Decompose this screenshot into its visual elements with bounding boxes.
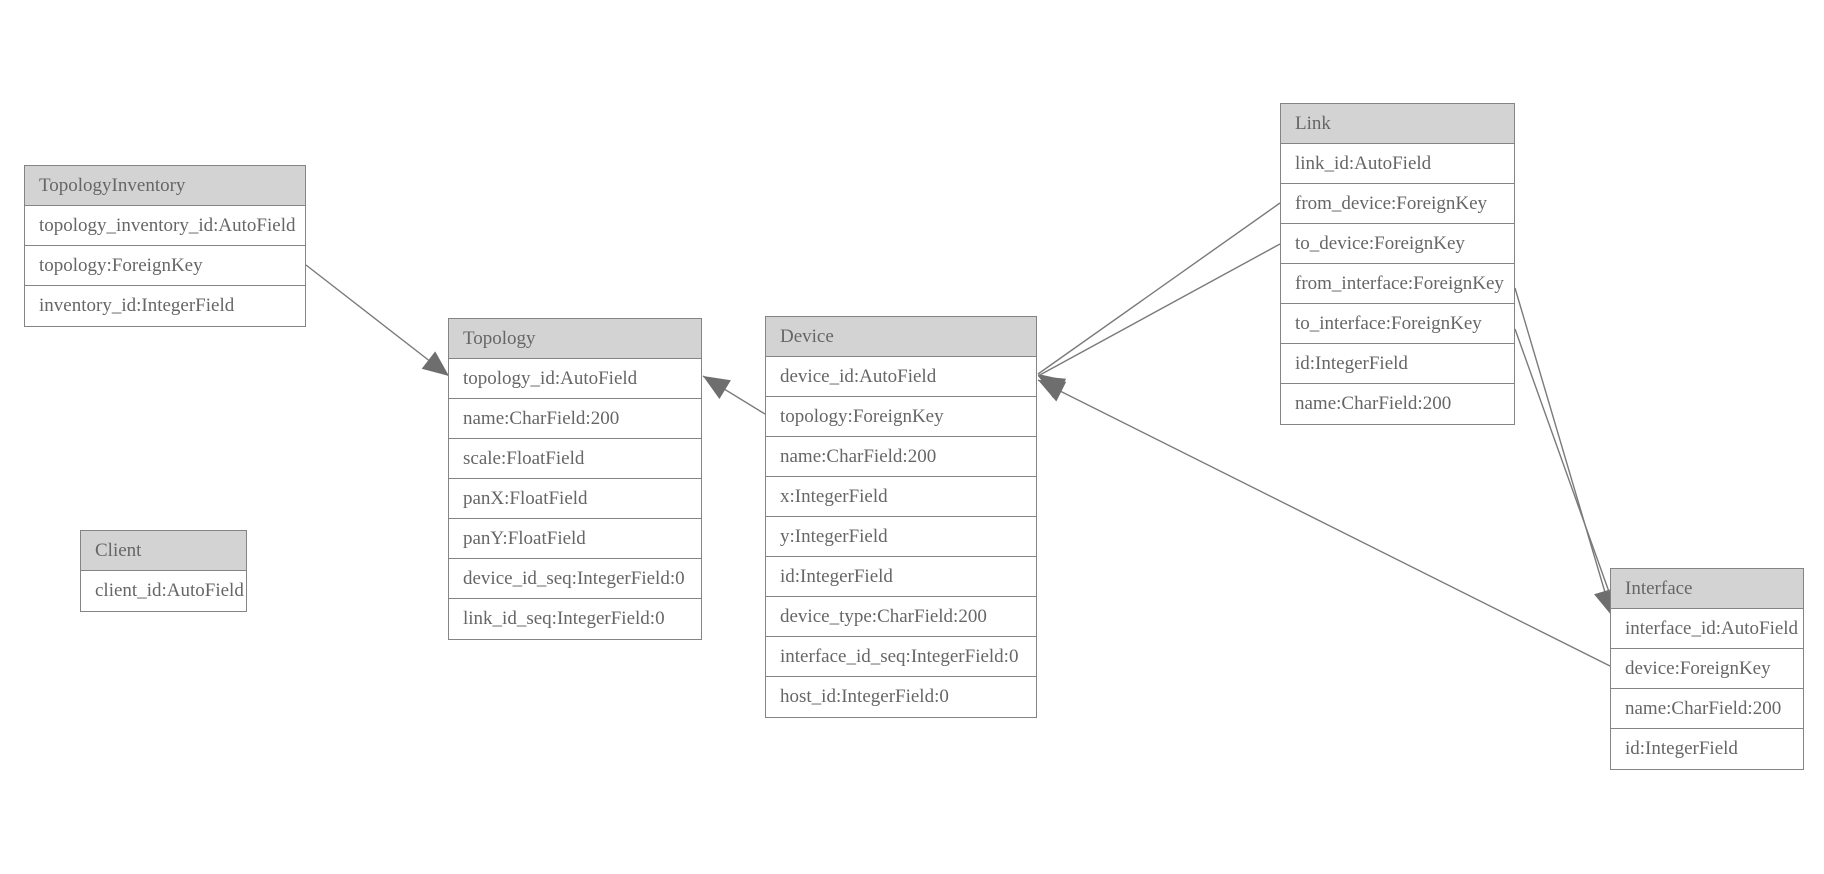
entity-field-row: device_id_seq:IntegerField:0 <box>449 559 701 599</box>
entity-title-client: Client <box>81 531 246 571</box>
relationship-arrowhead <box>703 376 731 399</box>
entity-field-row: host_id:IntegerField:0 <box>766 677 1036 717</box>
relationship-arrowhead <box>1038 376 1067 399</box>
entity-field-row: name:CharField:200 <box>766 437 1036 477</box>
entity-field-row: topology:ForeignKey <box>766 397 1036 437</box>
entity-title-interface: Interface <box>1611 569 1803 609</box>
relationship-line <box>305 264 450 377</box>
entity-field-row: name:CharField:200 <box>1611 689 1803 729</box>
relationship-line <box>1514 287 1613 617</box>
relationship-arrowhead <box>1038 380 1067 402</box>
relationship-line <box>1037 202 1281 375</box>
entity-field-row: y:IntegerField <box>766 517 1036 557</box>
relationship-link-to-device <box>1037 243 1281 399</box>
relationship-line <box>702 375 766 415</box>
entity-title-link: Link <box>1281 104 1514 144</box>
relationship-link-from-device <box>1037 202 1281 398</box>
entity-field-row: to_device:ForeignKey <box>1281 224 1514 264</box>
entity-field-row: id:IntegerField <box>1611 729 1803 769</box>
entity-field-row: client_id:AutoField <box>81 571 246 611</box>
relationship-topologyinventory-topology <box>305 264 450 377</box>
relationship-link-from-interface <box>1514 287 1616 617</box>
entity-field-row: device_type:CharField:200 <box>766 597 1036 637</box>
relationship-device-topology <box>702 375 766 415</box>
entity-field-row: device:ForeignKey <box>1611 649 1803 689</box>
entity-field-row: panY:FloatField <box>449 519 701 559</box>
entity-field-row: topology:ForeignKey <box>25 246 305 286</box>
entity-field-row: panX:FloatField <box>449 479 701 519</box>
relationship-line <box>1037 243 1281 377</box>
entity-field-row: device_id:AutoField <box>766 357 1036 397</box>
entity-field-row: topology_id:AutoField <box>449 359 701 399</box>
entity-title-topology: Topology <box>449 319 701 359</box>
entity-field-row: topology_inventory_id:AutoField <box>25 206 305 246</box>
relationship-line <box>1514 328 1619 618</box>
entity-field-row: link_id:AutoField <box>1281 144 1514 184</box>
entity-field-row: inventory_id:IntegerField <box>25 286 305 326</box>
entity-title-device: Device <box>766 317 1036 357</box>
entity-field-row: link_id_seq:IntegerField:0 <box>449 599 701 639</box>
entity-field-row: interface_id:AutoField <box>1611 609 1803 649</box>
entity-field-row: name:CharField:200 <box>1281 384 1514 424</box>
entity-field-row: from_device:ForeignKey <box>1281 184 1514 224</box>
entity-field-row: from_interface:ForeignKey <box>1281 264 1514 304</box>
entity-field-row: interface_id_seq:IntegerField:0 <box>766 637 1036 677</box>
entity-field-row: to_interface:ForeignKey <box>1281 304 1514 344</box>
entity-field-row: x:IntegerField <box>766 477 1036 517</box>
entity-field-row: scale:FloatField <box>449 439 701 479</box>
entity-field-row: id:IntegerField <box>1281 344 1514 384</box>
entity-field-row: id:IntegerField <box>766 557 1036 597</box>
entity-field-row: name:CharField:200 <box>449 399 701 439</box>
entity-title-topology_inventory: TopologyInventory <box>25 166 305 206</box>
